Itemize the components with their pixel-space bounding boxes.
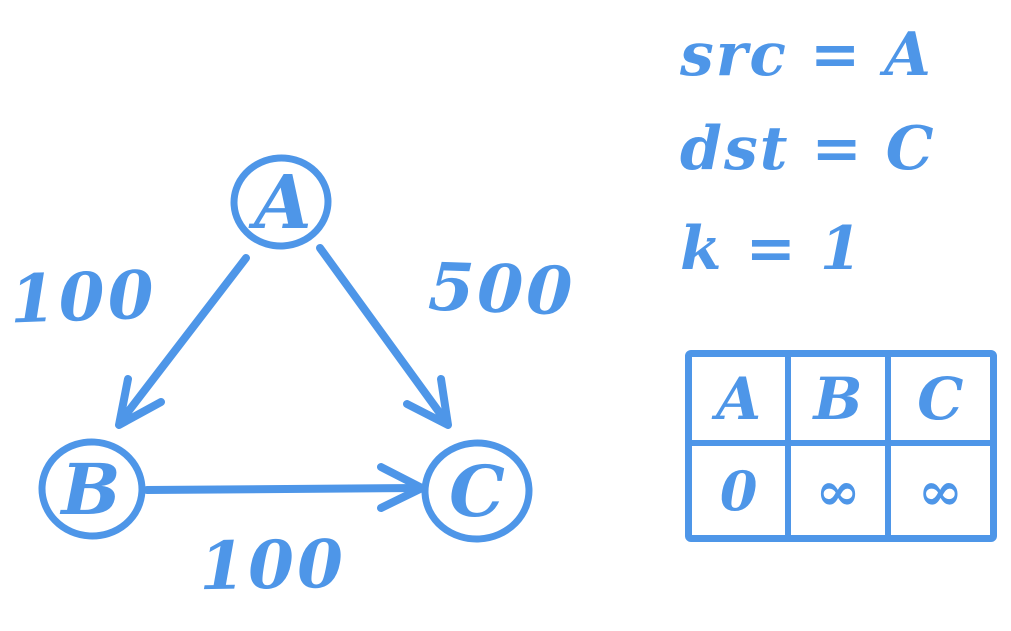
edge-B-C: 100: [143, 463, 426, 606]
param-k: k = 1: [680, 218, 864, 280]
param-src-name: src: [680, 20, 788, 90]
node-C-circle: [421, 439, 533, 543]
edge-A-C-arrowhead: [403, 375, 452, 429]
param-dst-value: C: [885, 114, 936, 184]
edge-A-B: 100: [8, 254, 250, 429]
edge-A-B-arrowhead: [115, 375, 165, 429]
table-header-A: A: [692, 357, 792, 446]
node-C: C: [421, 439, 533, 543]
node-B: B: [38, 438, 146, 540]
node-A-circle: [230, 154, 332, 250]
edge-A-C: 500: [316, 244, 577, 429]
edge-B-C-weight: 100: [199, 525, 347, 606]
edge-A-B-weight: 100: [8, 255, 157, 338]
node-B-label: B: [59, 448, 120, 531]
param-src-value: A: [884, 20, 933, 90]
param-src: src = A: [680, 24, 933, 86]
param-dst-name: dst: [680, 114, 790, 184]
table-header-C: C: [890, 357, 990, 446]
param-dst: dst = C: [680, 118, 936, 180]
equals-sign: =: [811, 114, 864, 184]
param-k-name: k: [680, 214, 724, 284]
equals-sign: =: [745, 214, 798, 284]
table-value-A: 0: [692, 446, 792, 535]
distance-table: A B C 0 ∞ ∞: [685, 350, 997, 542]
param-k-value: 1: [819, 214, 864, 284]
node-B-circle: [38, 438, 146, 540]
table-value-C: ∞: [917, 458, 963, 523]
edge-A-C-line: [316, 244, 451, 427]
node-A-label: A: [248, 160, 311, 246]
graph-diagram: 100 500 100 A B C: [8, 154, 577, 606]
table-value-B: ∞: [791, 446, 891, 535]
edge-B-C-line: [143, 484, 424, 494]
edge-A-B-line: [117, 254, 250, 425]
node-C-label: C: [449, 450, 505, 533]
equals-sign: =: [809, 20, 863, 90]
edge-A-C-weight: 500: [427, 247, 576, 330]
table-header-B: B: [791, 357, 891, 446]
node-A: A: [230, 154, 332, 250]
